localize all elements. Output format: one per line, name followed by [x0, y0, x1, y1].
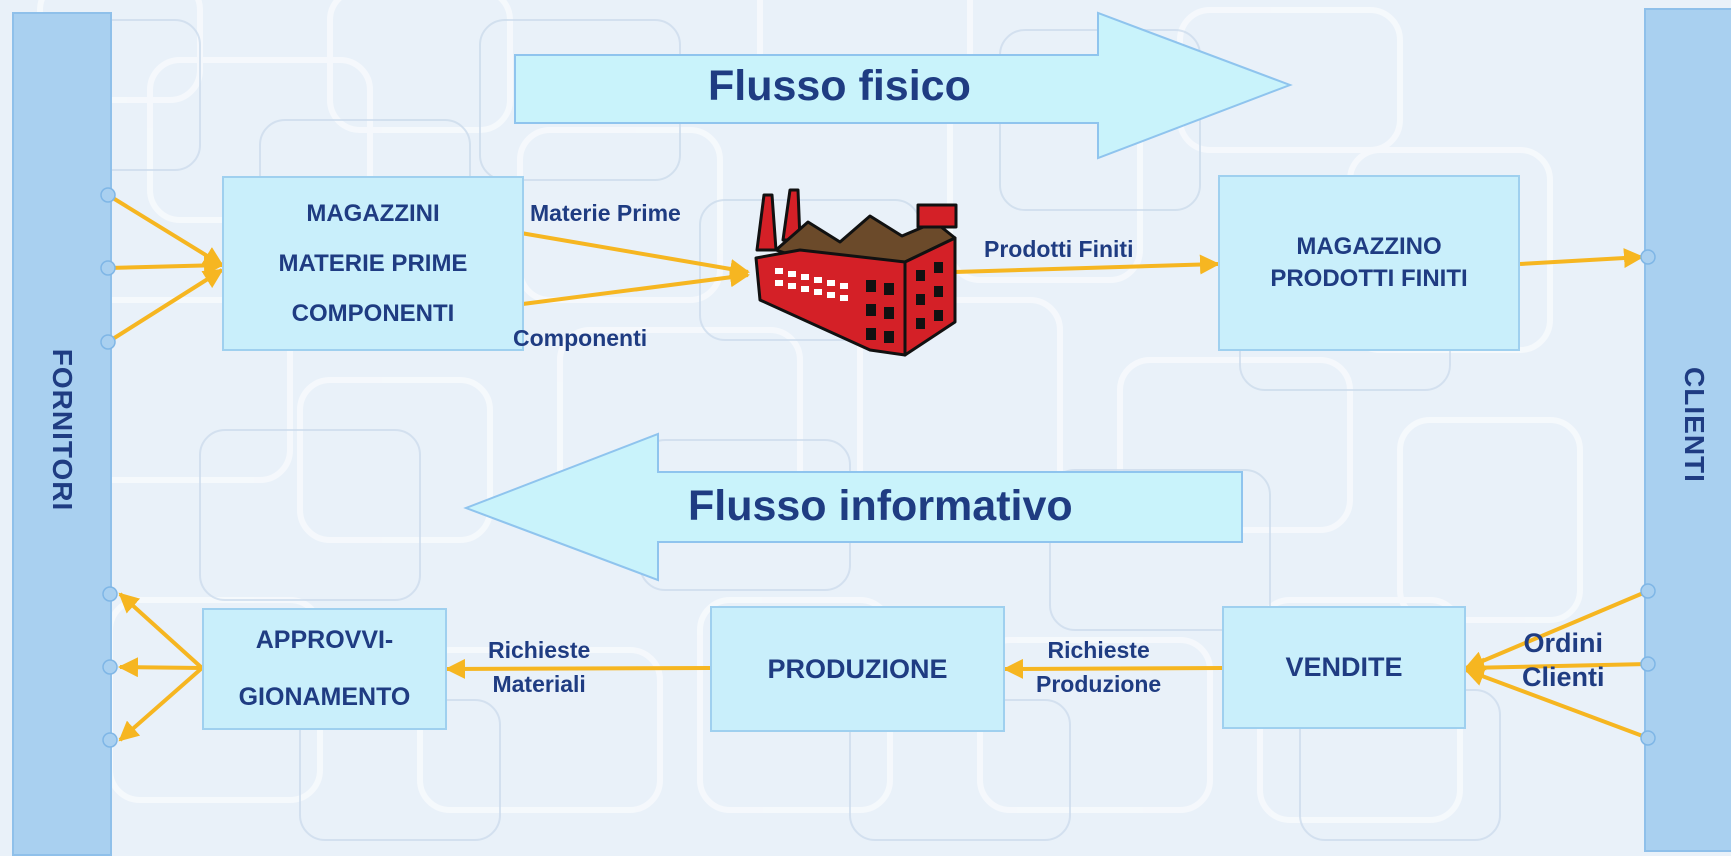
- client-order-connector-1: [1464, 589, 1649, 671]
- to-clients-connector: [1519, 248, 1644, 269]
- client-order-connector-3: [1464, 666, 1649, 740]
- factory-icon: [754, 188, 958, 357]
- production-requests-line-1: Richieste: [1047, 637, 1150, 663]
- components-connector: [514, 267, 750, 307]
- production-label: PRODUZIONE: [767, 653, 948, 684]
- client-orders-line-2: Clienti: [1522, 662, 1605, 692]
- material-requests-label: Richieste Materiali: [488, 633, 590, 701]
- physical-flow-label: Flusso fisico: [708, 62, 971, 110]
- supplier-connector-3: [106, 268, 224, 344]
- supplier-connector-2: [107, 255, 224, 276]
- procurement-connector-3: [118, 666, 204, 742]
- sales-box: VENDITE: [1222, 606, 1466, 729]
- suppliers-bar: [12, 12, 112, 856]
- procurement-connector-1: [118, 592, 204, 670]
- finished-products-label: Prodotti Finiti: [984, 236, 1134, 262]
- client-order-connector-2: [1464, 657, 1649, 678]
- procurement-box: APPROVVI- GIONAMENTO: [202, 608, 447, 730]
- raw-materials-label: Materie Prime: [530, 200, 681, 226]
- supplier-connector-1: [106, 193, 224, 267]
- production-requests-label: Richieste Produzione: [1036, 633, 1161, 701]
- procurement-connector-2: [118, 657, 203, 678]
- finished-warehouse-line-1: MAGAZZINO: [1296, 233, 1442, 260]
- raw-warehouse-line-1: MAGAZZINI: [306, 199, 440, 227]
- info-flow-label: Flusso informativo: [688, 482, 1073, 530]
- client-orders-label: Ordini Clienti: [1522, 626, 1605, 694]
- info-flow-arrow: [463, 432, 1243, 582]
- procurement-line-2: GIONAMENTO: [238, 683, 411, 711]
- finished-warehouse-box: MAGAZZINO PRODOTTI FINITI: [1218, 175, 1520, 351]
- clients-bar: [1644, 8, 1731, 852]
- finished-warehouse-line-2: PRODOTTI FINITI: [1270, 265, 1468, 292]
- finished-products-connector: [954, 254, 1220, 275]
- material-requests-line-1: Richieste: [488, 637, 591, 663]
- raw-warehouse-line-2: MATERIE PRIME: [278, 249, 468, 277]
- client-orders-line-1: Ordini: [1523, 628, 1604, 658]
- procurement-line-1: APPROVVI-: [255, 626, 394, 654]
- raw-warehouse-line-3: COMPONENTI: [291, 299, 455, 327]
- raw-materials-connector: [514, 230, 750, 279]
- production-requests-connector: [1003, 658, 1223, 679]
- physical-flow-arrow: [514, 11, 1293, 160]
- raw-warehouse-box: MAGAZZINI MATERIE PRIME COMPONENTI: [222, 176, 524, 351]
- components-label: Componenti: [513, 325, 648, 351]
- production-requests-line-2: Produzione: [1036, 671, 1162, 697]
- material-requests-connector: [445, 658, 711, 679]
- sales-label: VENDITE: [1285, 652, 1403, 682]
- production-box: PRODUZIONE: [710, 606, 1005, 732]
- material-requests-line-2: Materiali: [492, 671, 586, 697]
